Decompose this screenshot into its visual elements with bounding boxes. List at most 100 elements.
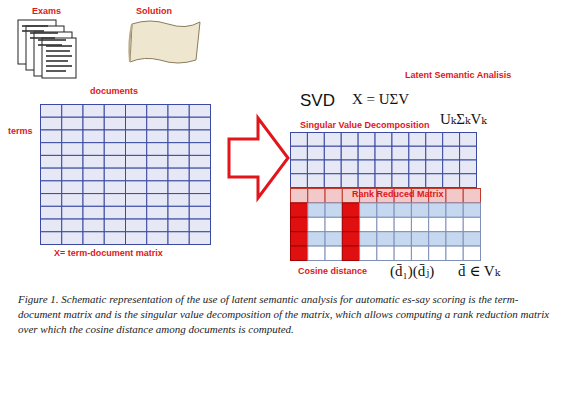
matrix-cell [307, 146, 324, 160]
matrix-cell [83, 130, 104, 143]
matrix-cell [460, 160, 477, 174]
matrix-cell [168, 105, 189, 118]
matrix-cell [83, 117, 104, 130]
matrix-cell [104, 194, 125, 207]
matrix-cell [62, 117, 83, 130]
matrix-cell [375, 146, 392, 160]
matrix-cell [104, 168, 125, 181]
matrix-cell [168, 130, 189, 143]
matrix-cell [189, 117, 210, 130]
matrix-cell [341, 146, 358, 160]
matrix-cell [62, 130, 83, 143]
matrix-cell [307, 160, 324, 174]
matrix-cell [189, 219, 210, 232]
matrix-cell [41, 105, 62, 118]
matrix-cell [83, 168, 104, 181]
matrix-cell [291, 246, 308, 260]
matrix-cell [325, 232, 342, 246]
matrix-cell [104, 143, 125, 156]
matrix-cell [358, 174, 375, 188]
matrix-cell [62, 232, 83, 245]
matrix-cell [168, 168, 189, 181]
matrix-cell [41, 206, 62, 219]
matrix-cell [324, 174, 341, 188]
matrix-cell [126, 117, 147, 130]
matrix-cell [291, 217, 308, 231]
matrix-cell [291, 160, 308, 174]
matrix-cell [41, 143, 62, 156]
matrix-cell [409, 146, 426, 160]
matrix-cell [358, 146, 375, 160]
matrix-cell [104, 206, 125, 219]
matrix-cell [168, 117, 189, 130]
matrix-cell [189, 105, 210, 118]
matrix-cell [375, 133, 392, 147]
matrix-cell [426, 133, 443, 147]
matrix-cell [460, 146, 477, 160]
matrix-cell [83, 181, 104, 194]
matrix-cell [307, 174, 324, 188]
matrix-cell [411, 217, 428, 231]
figure-label: Solution [136, 6, 172, 16]
matrix-cell [168, 206, 189, 219]
matrix-cell [341, 160, 358, 174]
matrix-cell [126, 168, 147, 181]
matrix-cell [147, 117, 168, 130]
matrix-cell [360, 232, 377, 246]
matrix-cell [147, 194, 168, 207]
matrix-cell [147, 219, 168, 232]
matrix-cell [429, 232, 446, 246]
matrix-cell [429, 246, 446, 260]
matrix-cell [168, 194, 189, 207]
matrix-cell [443, 160, 460, 174]
matrix-cell [429, 203, 446, 217]
matrix-label: documents [90, 86, 138, 96]
matrix-cell [83, 105, 104, 118]
matrix-cell [463, 203, 480, 217]
matrix-cell [325, 203, 342, 217]
matrix-cell [360, 217, 377, 231]
matrix-cell [360, 246, 377, 260]
matrix-cell [394, 246, 411, 260]
matrix-cell [342, 246, 359, 260]
exam-sheets [18, 20, 76, 78]
solution-scroll [129, 21, 200, 63]
figure-label: X = UΣV [352, 91, 409, 108]
matrix-cell [375, 160, 392, 174]
matrix-cell [308, 203, 325, 217]
matrix-label: Rank Reduced Matrix [352, 189, 444, 199]
matrix-cell [83, 206, 104, 219]
matrix-cell [41, 155, 62, 168]
matrix-cell [307, 133, 324, 147]
matrix-cell [126, 232, 147, 245]
matrix-cell [189, 130, 210, 143]
matrix-cell [189, 232, 210, 245]
matrix-label: UₖΣₖVₖ [440, 110, 487, 128]
matrix-cell [291, 174, 308, 188]
matrix-cell [411, 232, 428, 246]
matrix-cell [126, 155, 147, 168]
matrix-cell [147, 130, 168, 143]
matrix-cell [446, 189, 463, 203]
matrix-cell [147, 105, 168, 118]
matrix-cell [341, 174, 358, 188]
matrix-cell [426, 174, 443, 188]
matrix-cell [291, 133, 308, 147]
matrix-cell [189, 143, 210, 156]
matrix-cell [147, 232, 168, 245]
matrix-cell [104, 219, 125, 232]
matrix-cell [147, 155, 168, 168]
matrix-cell [62, 206, 83, 219]
matrix-cell [463, 246, 480, 260]
figure-label: Exams [32, 6, 61, 16]
matrix-cell [126, 105, 147, 118]
matrix-cell [62, 155, 83, 168]
matrix-cell [62, 105, 83, 118]
matrix-cell [324, 160, 341, 174]
matrix-cell [168, 232, 189, 245]
matrix-cell [409, 160, 426, 174]
matrix-cell [83, 155, 104, 168]
matrix-cell [308, 232, 325, 246]
matrix-cell [308, 189, 325, 203]
